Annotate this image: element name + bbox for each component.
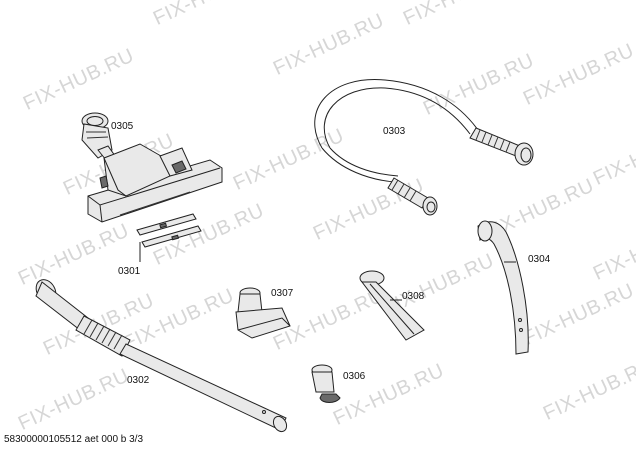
hose-illustration <box>314 79 534 216</box>
upholstery-nozzle-illustration <box>235 287 291 339</box>
telescopic-tube-illustration <box>35 279 288 433</box>
leader-lines <box>139 242 516 301</box>
document-code: 58300000105512 aet 000 b 3/3 <box>4 434 144 445</box>
small-nozzle-illustration <box>311 364 341 403</box>
part-label-0303: 0303 <box>383 126 406 137</box>
part-label-0304: 0304 <box>528 254 551 265</box>
crevice-tool-illustration <box>359 270 425 341</box>
part-label-0307: 0307 <box>271 288 294 299</box>
part-label-0308: 0308 <box>402 291 425 302</box>
floor-nozzle-illustration <box>81 112 223 223</box>
part-label-0306: 0306 <box>343 371 366 382</box>
part-label-0302: 0302 <box>127 375 150 386</box>
part-label-0305: 0305 <box>111 121 134 132</box>
handle-illustration <box>477 220 529 355</box>
part-label-0301: 0301 <box>118 266 141 277</box>
strips-illustration <box>136 213 202 248</box>
